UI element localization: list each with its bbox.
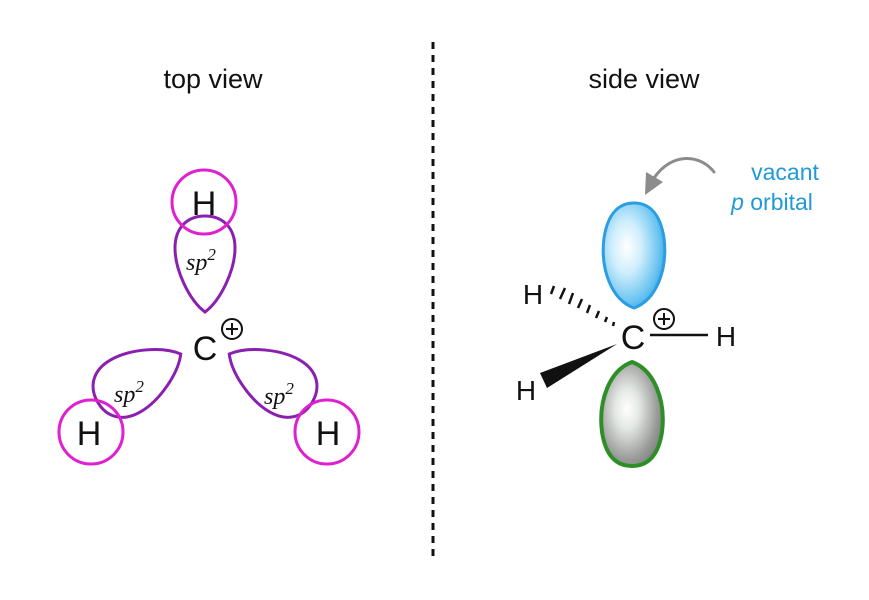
sp2-lobe-top (173, 214, 237, 314)
sp2-label-top: sp2 (186, 245, 216, 276)
solid-wedge-bond (540, 344, 617, 388)
p-orbital-top-lobe (601, 201, 667, 310)
side-view-title: side view (588, 64, 700, 94)
hydrogen-orbital-right (293, 398, 361, 466)
positive-charge-icon (653, 308, 675, 330)
carbon-label-side-view: C (621, 319, 646, 357)
sp2-label-top-sup: 2 (207, 245, 216, 264)
hydrogen-orbital-left (57, 398, 125, 466)
annotation-line2-rest: orbital (744, 189, 813, 215)
hydrogen-label-left: H (77, 415, 102, 453)
top-view-title: top view (163, 64, 263, 94)
sp2-lobe-right (227, 348, 319, 419)
annotation-line2: p orbital (730, 189, 813, 215)
sp2-label-left-base: sp (114, 382, 135, 408)
annotation-line2-italic: p (730, 189, 744, 215)
hydrogen-label-right: H (716, 321, 736, 352)
positive-charge-icon (221, 318, 243, 340)
sp2-label-left: sp2 (114, 377, 144, 408)
sp2-label-right: sp2 (264, 379, 294, 410)
annotation-line1: vacant (751, 159, 819, 185)
hydrogen-label-right: H (316, 415, 341, 453)
sp2-label-right-base: sp (264, 384, 285, 410)
p-orbital-bottom-lobe (599, 359, 665, 469)
hydrogen-label-lower-left: H (516, 375, 536, 406)
curved-arrow-icon (645, 157, 716, 195)
hashed-wedge-bond (549, 285, 616, 327)
sp2-label-left-sup: 2 (135, 377, 144, 396)
hydrogen-label-upper-left: H (523, 279, 543, 310)
hydrogen-label-top: H (192, 185, 217, 223)
sp2-label-right-sup: 2 (285, 379, 294, 398)
carbon-label-top-view: C (193, 330, 218, 368)
sp2-label-top-base: sp (186, 250, 207, 276)
hydrogen-orbital-top (170, 168, 238, 236)
